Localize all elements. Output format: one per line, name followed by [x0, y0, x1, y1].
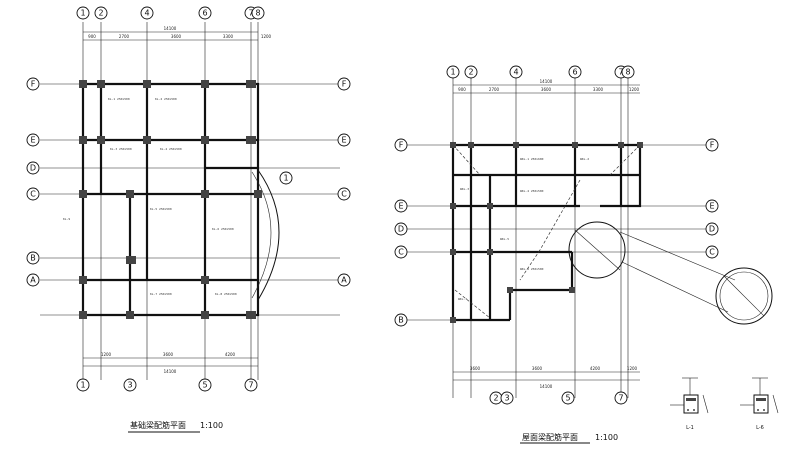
left-top-axis-8: 8: [255, 9, 260, 18]
svg-text:KL-6 250x500: KL-6 250x500: [212, 227, 234, 231]
svg-text:KL-1 250x500: KL-1 250x500: [108, 97, 130, 101]
right-bottom-dim-3: 4200: [590, 366, 601, 371]
left-plan-scale: 1:100: [200, 421, 223, 430]
svg-text:KL-7 250x500: KL-7 250x500: [150, 292, 172, 296]
left-bottom-axis-1: 1: [80, 381, 85, 390]
right-right-axis-E: E: [709, 202, 714, 211]
svg-text:WKL-6 250x500: WKL-6 250x500: [520, 267, 544, 271]
right-right-axis-C: C: [709, 248, 715, 257]
right-top-axis-7: 7: [618, 68, 623, 77]
right-top-dim-5: 1200: [629, 87, 640, 92]
right-bottom-axis-3: 3: [504, 394, 509, 403]
svg-text:WKL-4 250x500: WKL-4 250x500: [520, 189, 544, 193]
roof-beam-plan: WKL-1 250x600 WKL-2 WKL-3 WKL-4 250x500 …: [394, 65, 773, 444]
right-axis-C: C: [398, 248, 404, 257]
left-top-axis-4: 4: [144, 9, 149, 18]
right-bottom-total-dim: 14100: [540, 384, 553, 389]
right-top-axis-2: 2: [468, 68, 473, 77]
svg-text:WKL-5: WKL-5: [500, 237, 509, 241]
left-top-axis-7: 7: [248, 9, 253, 18]
svg-text:KL-4 250x500: KL-4 250x500: [160, 147, 182, 151]
right-top-axis-8: 8: [625, 68, 630, 77]
right-bottom-axis-2: 2: [493, 394, 498, 403]
left-axis-E: E: [30, 136, 35, 145]
right-axis-B: B: [398, 316, 404, 325]
section-detail-L6: L-6: [740, 377, 779, 431]
section-L1-label: L-1: [686, 425, 694, 431]
section-L6-label: L-6: [756, 425, 764, 431]
left-axis-D: D: [30, 164, 36, 173]
left-top-dim-4: 3300: [223, 34, 234, 39]
section-detail-L1: L-1: [670, 377, 709, 431]
right-plan-scale: 1:100: [595, 433, 618, 442]
right-top-axis-4: 4: [513, 68, 518, 77]
left-bottom-axis-7: 7: [248, 381, 253, 390]
left-right-axis-A: A: [341, 276, 347, 285]
svg-text:KL-3 250x500: KL-3 250x500: [110, 147, 132, 151]
left-bottom-axis-5: 5: [202, 381, 207, 390]
right-top-axis-1: 1: [450, 68, 455, 77]
left-axis-C: C: [30, 190, 36, 199]
left-top-axis-1: 1: [80, 9, 85, 18]
svg-text:KL-5 250x500: KL-5 250x500: [150, 207, 172, 211]
svg-text:KL-8 250x500: KL-8 250x500: [215, 292, 237, 296]
right-bottom-dim-2: 3600: [532, 366, 543, 371]
left-axis-F: F: [31, 80, 36, 89]
right-bottom-dim-1: 3600: [470, 366, 481, 371]
left-right-axis-C: C: [341, 190, 347, 199]
left-top-dim-5: 1200: [261, 34, 272, 39]
svg-text:WKL-3: WKL-3: [460, 187, 469, 191]
right-axis-D: D: [398, 225, 404, 234]
left-top-dim-3: 3600: [171, 34, 182, 39]
svg-text:WKL-1 250x600: WKL-1 250x600: [520, 157, 544, 161]
right-axis-F: F: [399, 141, 404, 150]
right-plan-title: 屋面梁配筋平面: [522, 432, 578, 442]
foundation-beam-plan: KL-1 250x500 KL-2 250x500 KL-3 250x500 K…: [26, 6, 351, 433]
svg-text:WKL-7: WKL-7: [458, 297, 467, 301]
svg-text:KL-9: KL-9: [63, 217, 70, 221]
left-right-axis-E: E: [341, 136, 346, 145]
right-top-total-dim: 14100: [540, 79, 553, 84]
right-bottom-axis-5: 5: [565, 394, 570, 403]
left-top-dim-2: 2700: [119, 34, 130, 39]
right-top-dim-3: 3600: [541, 87, 552, 92]
left-top-total-dim: 14100: [164, 26, 177, 31]
right-right-axis-F: F: [710, 141, 715, 150]
right-bottom-axis-7: 7: [618, 394, 623, 403]
right-top-dim-2: 2700: [489, 87, 500, 92]
left-top-dim-1: 900: [88, 34, 96, 39]
right-top-axis-6: 6: [572, 68, 577, 77]
left-bottom-dim-3: 4200: [225, 352, 236, 357]
left-top-axis-2: 2: [98, 9, 103, 18]
left-bottom-dim-1: 1200: [101, 352, 112, 357]
left-bottom-dim-2: 3600: [163, 352, 174, 357]
right-axis-E: E: [398, 202, 403, 211]
right-right-axis-D: D: [709, 225, 715, 234]
left-section-mark: 1: [283, 174, 288, 183]
left-bottom-axis-3: 3: [127, 381, 132, 390]
left-axis-A: A: [30, 276, 36, 285]
left-axis-B: B: [30, 254, 36, 263]
left-bottom-total-dim: 14100: [164, 369, 177, 374]
svg-text:KL-2 250x500: KL-2 250x500: [155, 97, 177, 101]
left-right-axis-F: F: [342, 80, 347, 89]
svg-text:WKL-2: WKL-2: [580, 157, 589, 161]
right-top-dim-1: 900: [458, 87, 466, 92]
right-bottom-dim-4: 1200: [627, 366, 638, 371]
left-top-axis-6: 6: [202, 9, 207, 18]
right-top-dim-4: 3300: [593, 87, 604, 92]
left-plan-title: 基础梁配筋平面: [130, 420, 186, 430]
